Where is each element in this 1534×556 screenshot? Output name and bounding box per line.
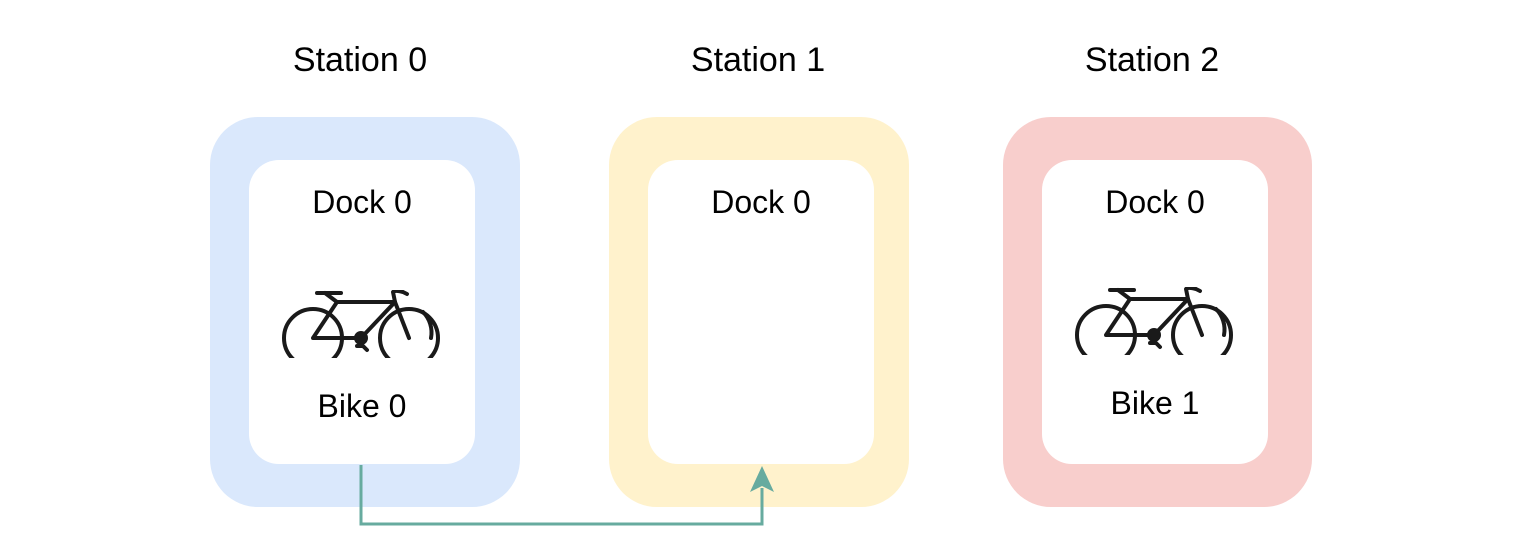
station-1: Dock 0 <box>609 117 909 507</box>
station-2-title: Station 2 <box>1084 41 1220 79</box>
dock-label: Dock 0 <box>1105 184 1205 220</box>
bike-label: Bike 0 <box>317 388 407 424</box>
station-0: Dock 0 Bike 0 <box>210 117 520 507</box>
bicycle-icon <box>1075 287 1233 355</box>
dock-label: Dock 0 <box>312 184 412 220</box>
connector-line <box>359 465 764 526</box>
station-2-dock-0: Dock 0 Bike 1 <box>1042 160 1268 464</box>
connector-arrowhead <box>750 466 774 492</box>
station-2: Dock 0 Bike 1 <box>1003 117 1312 507</box>
bicycle-icon <box>282 290 440 358</box>
station-1-dock-0: Dock 0 <box>648 160 874 464</box>
station-0-title: Station 0 <box>292 41 428 79</box>
station-1-title: Station 1 <box>690 41 826 79</box>
bike-label: Bike 1 <box>1110 385 1200 421</box>
station-0-dock-0: Dock 0 Bike 0 <box>249 160 475 464</box>
dock-label: Dock 0 <box>711 184 811 220</box>
